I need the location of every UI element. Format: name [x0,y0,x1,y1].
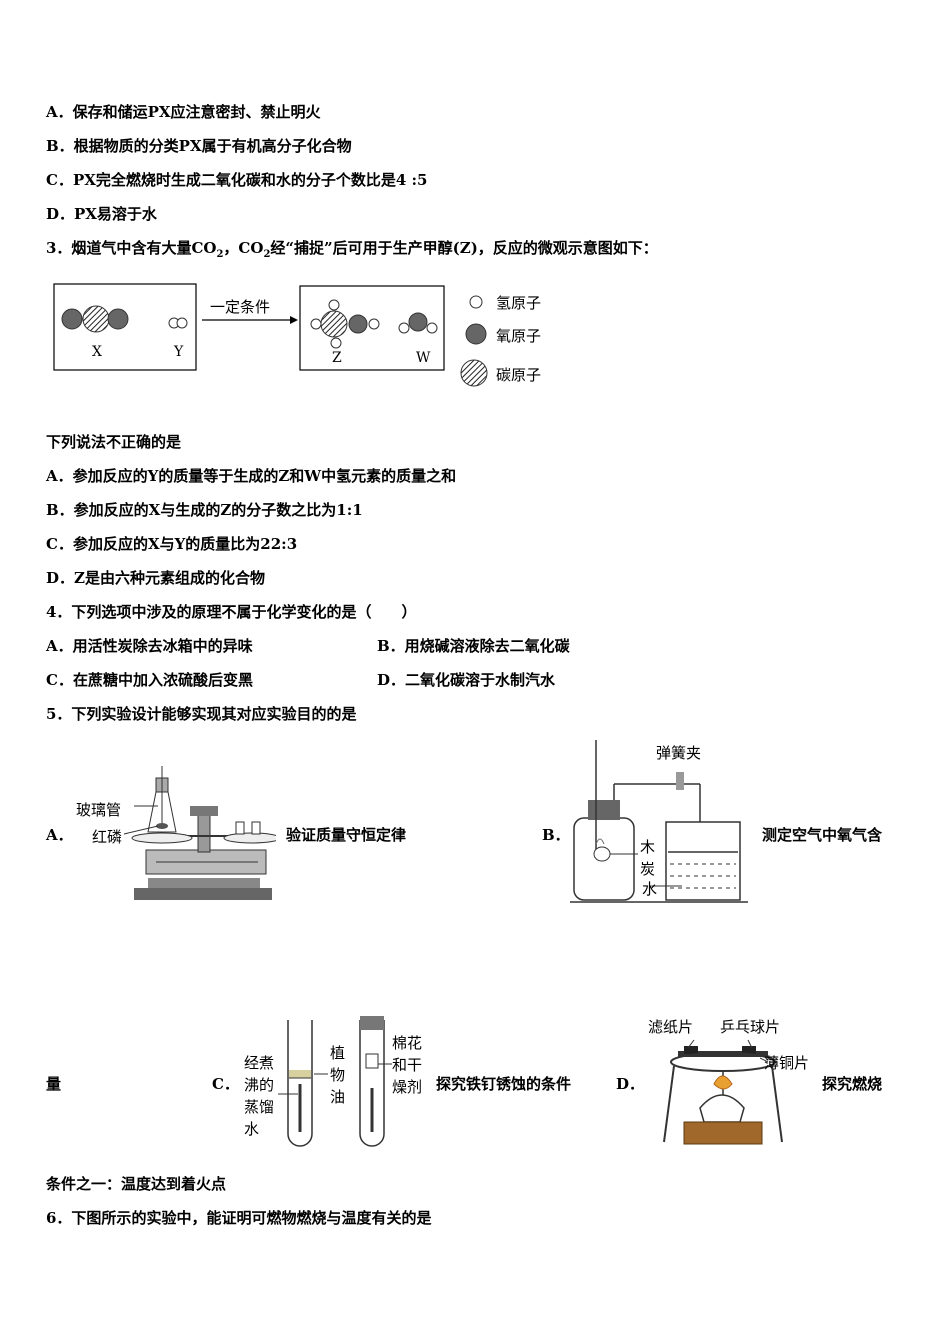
q5-b-caption-cont: 量 [46,1075,62,1093]
q5-c-rust-figure: 经煮 沸的 蒸馏 水 植 物 油 棉花 和干 燥剂 [242,1014,432,1150]
q5-d-letter: D． [616,1075,645,1093]
label-spring-clip: 弹簧夹 [656,744,702,762]
q3-prompt: 下列说法不正确的是 [46,433,182,451]
q3-stem-part: 经“捕捉”后可用于生产甲醇(Z)，反应的微观示意图如下： [270,239,658,257]
legend-hydrogen: 氢原子 [496,294,542,312]
label-boiled-line: 经煮 [244,1054,275,1072]
label-water: 水 [642,880,658,898]
label-w: W [416,350,431,366]
label-glass-tube: 玻璃管 [76,801,122,819]
label-boiled-line: 蒸馏 [244,1098,275,1116]
q3-option-a: A．参加反应的Y的质量等于生成的Z和W中氢元素的质量之和 [46,467,457,485]
q2-option-a: A．保存和储运PX应注意密封、禁止明火 [46,103,321,121]
label-oil-line: 物 [330,1066,346,1084]
label-cotton-desiccant: 棉花 和干 燥剂 [392,1032,422,1098]
label-boiled-line: 沸的 [244,1076,275,1094]
q4-option-c: C．在蔗糖中加入浓硫酸后变黑 [46,671,253,689]
label-oil-line: 植 [330,1044,346,1062]
q5-d-combustion-figure: 滤纸片 乒乓球片 薄铜片 [648,1012,818,1148]
q5-c-letter: C． [212,1075,239,1093]
label-filter-paper: 滤纸片 [648,1018,694,1036]
q3-stem-subscript: 2 [216,249,224,260]
label-oil-line: 油 [330,1088,346,1106]
q3-option-b: B．参加反应的X与生成的Z的分子数之比为1:1 [46,501,363,519]
label-cotton-line: 燥剂 [392,1078,423,1096]
arrow-label: 一定条件 [210,298,271,316]
label-red-phosphorus: 红磷 [92,828,123,846]
q3-option-c: C．参加反应的X与Y的质量比为22:3 [46,535,298,553]
q3-option-d: D．Z是由六种元素组成的化合物 [46,569,265,587]
product-box [299,285,445,371]
label-y: Y [174,344,184,360]
q3-stem-part: 3．烟道气中含有大量CO [46,239,217,257]
q4-option-a: A．用活性炭除去冰箱中的异味 [46,637,253,655]
q5-a-balance-figure: 玻璃管 红磷 [76,762,276,904]
label-charcoal-2: 炭 [640,860,656,878]
q3-reaction-diagram: 一定条件 X Y Z W 氢原子 氧原子 碳原子 [50,280,570,390]
q5-stem: 5．下列实验设计能够实现其对应实验目的的是 [46,705,357,723]
q5-b-caption: 测定空气中氧气含 [762,826,883,844]
q4-option-d: D．二氧化碳溶于水制汽水 [377,671,556,689]
label-charcoal-1: 木 [640,838,656,856]
label-boiled-line: 水 [244,1120,260,1138]
q2-option-c: C．PX完全燃烧时生成二氧化碳和水的分子个数比是4 :5 [46,171,428,189]
q5-b-oxygen-figure: 弹簧夹 木 炭 水 [570,740,750,906]
q4-stem: 4．下列选项中涉及的原理不属于化学变化的是（ ） [46,603,417,621]
label-cotton-line: 和干 [392,1056,423,1074]
reactant-box [53,283,197,371]
label-vegetable-oil: 植 物 油 [330,1042,345,1108]
q5-b-letter: B． [542,826,570,844]
q3-stem-part: ，CO [223,239,264,257]
q6-stem: 6．下图所示的实验中，能证明可燃物燃烧与温度有关的是 [46,1209,432,1227]
label-copper-sheet: 薄铜片 [764,1054,810,1072]
q5-d-caption: 探究燃烧 [822,1075,883,1093]
q5-c-caption: 探究铁钉锈蚀的条件 [436,1075,572,1093]
legend-oxygen: 氧原子 [496,327,542,345]
q3-stem: 3．烟道气中含有大量CO2，CO2经“捕捉”后可用于生产甲醇(Z)，反应的微观示… [46,238,658,265]
q2-option-b: B．根据物质的分类PX属于有机高分子化合物 [46,137,352,155]
label-pingpong: 乒乓球片 [720,1018,781,1036]
legend-carbon: 碳原子 [496,366,542,384]
label-boiled-water: 经煮 沸的 蒸馏 水 [244,1052,274,1140]
q2-option-d: D．PX易溶于水 [46,205,157,223]
label-cotton-line: 棉花 [392,1034,423,1052]
label-x: X [92,344,102,360]
q3-stem-subscript: 2 [263,249,271,260]
q5-d-caption-cont: 条件之一：温度达到着火点 [46,1175,227,1193]
label-z: Z [332,350,342,366]
q4-option-b: B．用烧碱溶液除去二氧化碳 [377,637,570,655]
q5-a-caption: 验证质量守恒定律 [286,826,407,844]
q5-a-letter: A． [46,826,73,844]
